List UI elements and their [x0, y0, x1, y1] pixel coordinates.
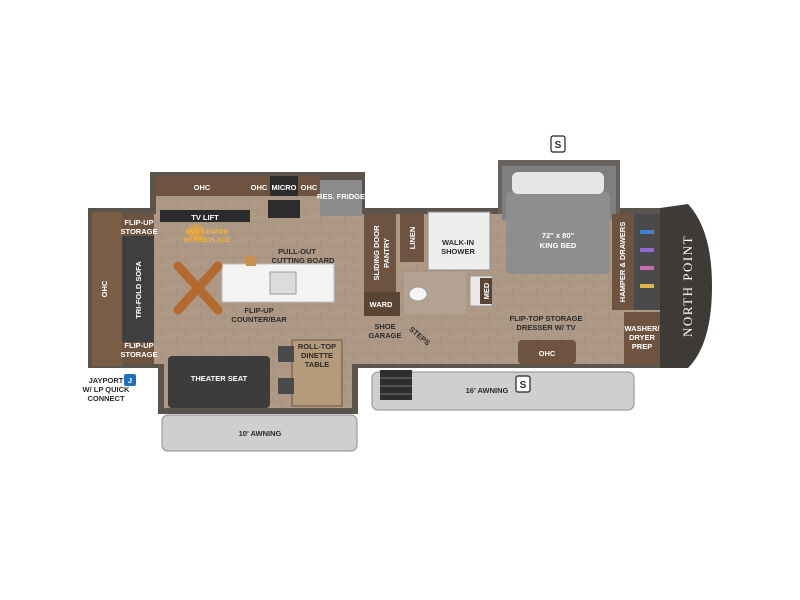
label-theater-seat: THEATER SEAT — [191, 374, 248, 383]
label-roll-top-3: TABLE — [305, 360, 329, 369]
label-ward: WARD — [370, 300, 393, 309]
label-ent-center-1: ENT. CENTER — [186, 229, 229, 236]
dinette-chair-top — [278, 346, 294, 362]
label-king-bed-2: KING BED — [540, 241, 577, 250]
label-hamper: HAMPER & DRAWERS — [618, 222, 627, 302]
label-flip-up-storage-bottom-1: FLIP-UP — [124, 341, 153, 350]
awning-10ft — [161, 414, 358, 452]
label-flip-up-storage-top-1: FLIP-UP — [124, 218, 153, 227]
label-tri-fold-sofa: TRI-FOLD SOFA — [134, 261, 143, 319]
roll-top-dinette — [291, 339, 343, 407]
label-linen: LINEN — [408, 227, 417, 250]
label-roll-top-2: DINETTE — [301, 351, 333, 360]
label-walk-in-shower-1: WALK-IN — [442, 238, 474, 247]
fireplace-glow — [188, 224, 204, 240]
label-flip-top-2: DRESSER W/ TV — [516, 323, 575, 332]
jayport-badge — [124, 374, 136, 386]
label-ohc-small-2: OHC — [301, 183, 318, 192]
closet-rail — [634, 214, 660, 310]
label-jayport-3: CONNECT — [87, 394, 125, 403]
trailer-nose — [660, 204, 712, 368]
cooktop — [268, 200, 300, 218]
awning-16ft — [371, 371, 635, 411]
label-pull-out-1: PULL-OUT — [278, 247, 316, 256]
label-jayport-2: W/ LP QUICK — [83, 385, 131, 394]
label-ohc-top: OHC — [194, 183, 211, 192]
flip-up-storage-top — [122, 214, 154, 236]
dinette-chair-bottom — [278, 378, 294, 394]
label-awning-16: 16' AWNING — [466, 386, 509, 395]
label-jayport-1: JAYPORT — [89, 376, 124, 385]
flip-up-storage-bottom — [122, 342, 154, 364]
bed-pillows — [512, 172, 604, 194]
label-micro: MICRO — [272, 183, 297, 192]
label-ohc-bedroom: OHC — [539, 349, 556, 358]
left-sofa-cabinet — [92, 212, 122, 366]
closet-hangers — [640, 230, 654, 288]
toilet — [408, 286, 428, 302]
washer-dryer-prep — [624, 312, 660, 364]
wardrobe — [364, 292, 400, 316]
label-awning-10: 10' AWNING — [239, 429, 282, 438]
label-res-fridge: RES. FRIDGE — [317, 192, 365, 201]
ohc-small-cabinet-1 — [248, 176, 270, 196]
entry-steps — [380, 370, 412, 400]
label-med: MED — [482, 282, 491, 299]
label-flip-up-storage-bottom-2: STORAGE — [121, 350, 158, 359]
jayport-badge-letter: J — [128, 376, 132, 385]
label-ohc-small-1: OHC — [251, 183, 268, 192]
microwave — [270, 176, 298, 196]
label-pull-out-2: CUTTING BOARD — [272, 256, 335, 265]
theater-seat — [168, 356, 270, 408]
tv-lift-cabinet — [160, 210, 250, 222]
label-flip-up-counter-2: COUNTER/BAR — [231, 315, 287, 324]
slide-badge-top: S — [550, 135, 566, 153]
label-flip-top-1: FLIP-TOP STORAGE — [510, 314, 583, 323]
label-flip-up-counter-1: FLIP-UP — [244, 306, 273, 315]
walk-in-shower — [427, 211, 491, 271]
label-shoe-garage-2: GARAGE — [369, 331, 402, 340]
svg-text:S: S — [555, 140, 562, 151]
label-shoe-garage-1: SHOE — [374, 322, 395, 331]
label-walk-in-shower-2: SHOWER — [441, 247, 475, 256]
residential-fridge — [320, 180, 362, 216]
label-flip-up-storage-top-2: STORAGE — [121, 227, 158, 236]
label-ent-center-2: W/ FIREPLACE — [184, 237, 231, 244]
label-washer-1: WASHER/ — [624, 324, 660, 333]
ohc-top-cabinet — [156, 176, 248, 196]
flip-top-dresser — [518, 340, 576, 364]
table-chairs — [173, 261, 223, 315]
label-washer-2: DRYER — [629, 333, 656, 342]
label-washer-3: PREP — [632, 342, 652, 351]
label-tv-lift: TV LIFT — [191, 213, 219, 222]
label-ohc-left: OHC — [100, 280, 109, 297]
label-roll-top-1: ROLL-TOP — [298, 342, 336, 351]
slide-badge-bottom: S — [515, 375, 531, 393]
label-sliding-door-pantry-1: SLIDING DOOR — [372, 225, 381, 281]
island-sink — [269, 271, 297, 295]
hamper-drawers — [612, 214, 634, 310]
ohc-small-cabinet-2 — [298, 176, 320, 196]
med-cabinet — [480, 278, 492, 304]
king-bed — [506, 192, 610, 274]
linen-closet — [400, 214, 424, 262]
tri-fold-sofa — [122, 236, 154, 342]
brand-logo-text: NORTH POINT — [680, 235, 695, 337]
cutting-board — [246, 256, 256, 266]
label-king-bed-1: 72" x 80" — [542, 231, 575, 240]
label-sliding-door-pantry-2: PANTRY — [382, 238, 391, 268]
svg-text:S: S — [520, 380, 527, 391]
sliding-door-pantry — [364, 214, 396, 292]
